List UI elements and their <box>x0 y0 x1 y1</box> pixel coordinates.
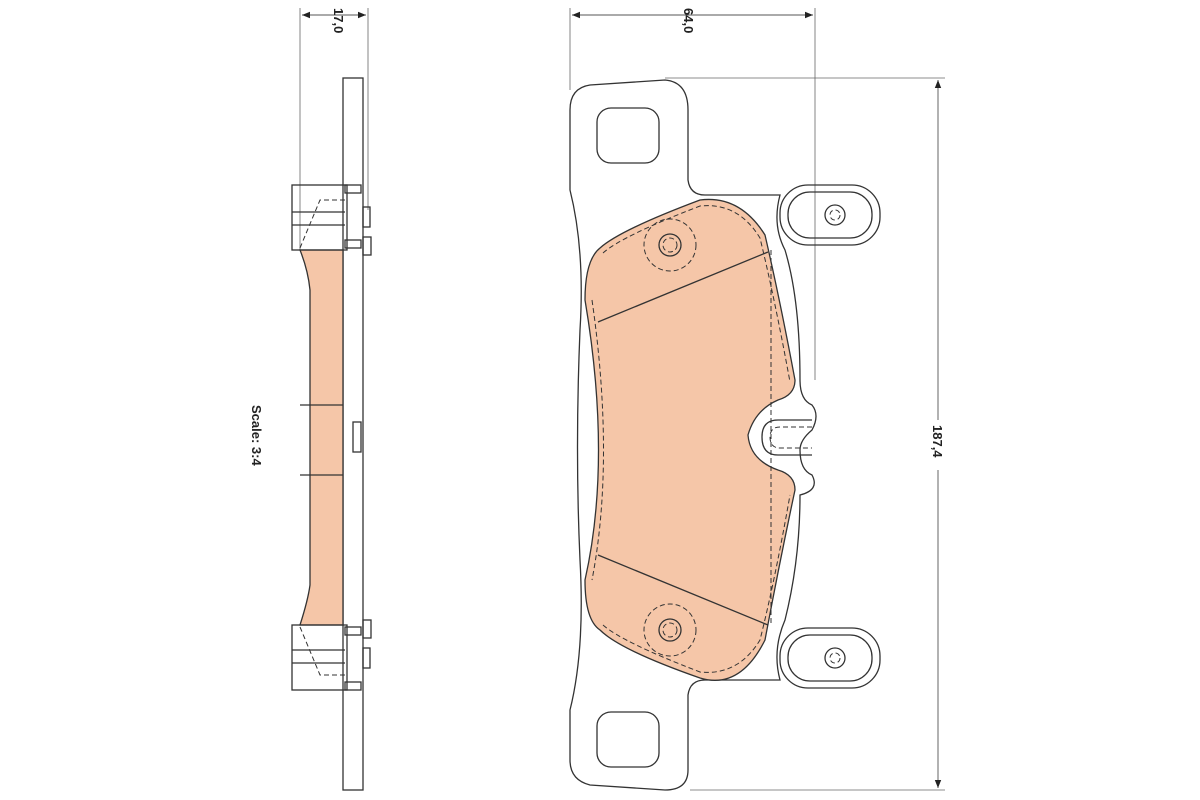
top-piston-mark <box>643 218 697 272</box>
bottom-mounting-hole <box>596 711 660 768</box>
bottom-piston-mark <box>643 603 697 657</box>
backing-plate <box>569 79 817 791</box>
side-clip-top <box>291 184 348 251</box>
height-dimension-label: 187,4 <box>930 425 945 458</box>
top-ear-tab <box>779 184 881 246</box>
center-slot <box>761 419 812 456</box>
top-mounting-hole <box>596 107 660 164</box>
front-view: 64,0 187,4 <box>569 8 945 791</box>
bottom-ear-tab <box>779 627 881 689</box>
side-friction-material <box>299 249 344 626</box>
scale-label: Scale: 3:4 <box>249 405 264 466</box>
side-clip-bottom <box>291 624 348 691</box>
side-view: 17,0 Scale: 3:4 <box>249 8 372 791</box>
width-dimension-label: 64,0 <box>681 8 696 33</box>
friction-material <box>584 198 796 681</box>
thickness-dimension-label: 17,0 <box>331 8 346 33</box>
